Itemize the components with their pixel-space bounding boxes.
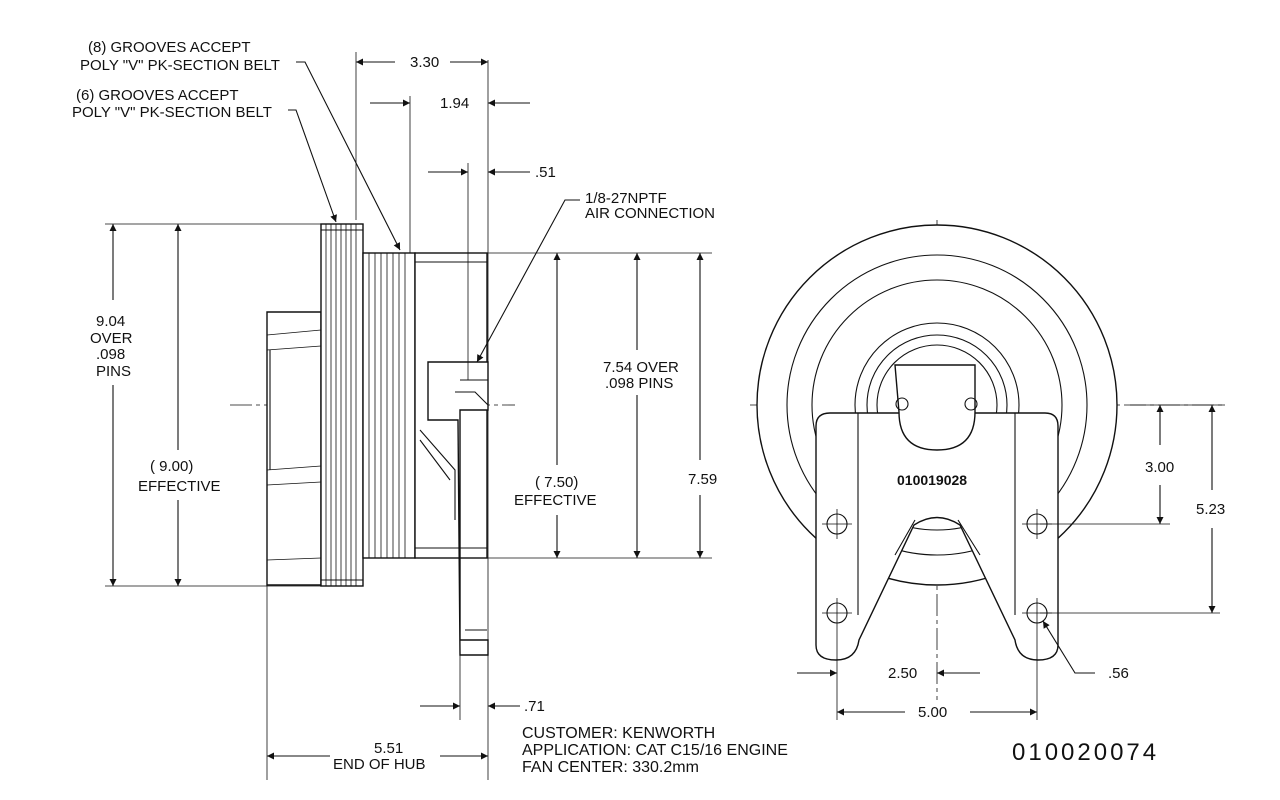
dim-0-71: .71: [420, 698, 545, 715]
dim-3-00-label: 3.00: [1145, 459, 1174, 476]
dim-1-94-label: 1.94: [440, 95, 469, 112]
air-connection-line1: 1/8-27NPTF: [585, 190, 667, 207]
air-connection-line2: AIR CONNECTION: [585, 205, 715, 222]
middle-pulley-circle: [786, 254, 1088, 556]
dim-9-04-line4: PINS: [96, 363, 131, 380]
dim-9-00-line2: EFFECTIVE: [138, 478, 221, 495]
dim-0-56-label: .56: [1108, 665, 1129, 682]
dim-9-00: ( 9.00) EFFECTIVE: [138, 224, 221, 586]
dim-3-30: 3.30: [356, 54, 488, 71]
info-block: CUSTOMER: KENWORTH APPLICATION: CAT C15/…: [522, 725, 788, 776]
part-stamp: 010019028: [897, 472, 967, 488]
front-hub: [414, 252, 489, 656]
customer-text: CUSTOMER: KENWORTH: [522, 725, 715, 742]
dim-3-00: 3.00: [1145, 405, 1174, 524]
pulley-6-groove: [362, 252, 416, 559]
fan-center-text: FAN CENTER: 330.2mm: [522, 759, 699, 776]
application-text: APPLICATION: CAT C15/16 ENGINE: [522, 742, 788, 759]
dim-2-50-label: 2.50: [888, 665, 917, 682]
dim-1-94: 1.94: [370, 95, 530, 112]
dim-0-56: .56: [1042, 620, 1129, 682]
groove-6-line1: (6) GROOVES ACCEPT: [76, 87, 239, 104]
dim-5-00-label: 5.00: [918, 704, 947, 721]
groove-8-line1: (8) GROOVES ACCEPT: [88, 39, 251, 56]
hub-body: [266, 311, 322, 586]
dim-9-04: 9.04 OVER .098 PINS: [90, 224, 133, 586]
dim-5-23: 5.23: [1196, 405, 1225, 613]
groove-8-line2: POLY "V" PK-SECTION BELT: [80, 57, 280, 74]
side-view: 3.30 1.94 .51 (8) GROOVES ACCEPT POLY "V…: [72, 39, 717, 780]
dim-5-51-line1: 5.51: [374, 740, 403, 757]
part-number: 010020074: [1012, 739, 1159, 766]
dim-7-54-line1: 7.54 OVER: [603, 359, 679, 376]
inner-pulley-circle: [811, 279, 1063, 531]
dim-5-00: 5.00: [837, 704, 1037, 721]
front-view: 010019028 3.00 5.23 2.50 .56: [750, 220, 1225, 721]
dim-5-51-line2: END OF HUB: [333, 756, 426, 773]
dim-5-23-label: 5.23: [1196, 501, 1225, 518]
air-connection-callout: 1/8-27NPTF AIR CONNECTION: [476, 190, 715, 363]
dim-9-00-line1: ( 9.00): [150, 458, 193, 475]
dim-7-50: ( 7.50) EFFECTIVE: [514, 253, 597, 558]
groove-6-line2: POLY "V" PK-SECTION BELT: [72, 104, 272, 121]
dim-9-04-line1: 9.04: [96, 313, 125, 330]
dim-3-30-label: 3.30: [410, 54, 439, 71]
groove-6-callout: (6) GROOVES ACCEPT POLY "V" PK-SECTION B…: [72, 87, 337, 223]
dim-9-04-line2: OVER: [90, 330, 133, 347]
dim-7-50-line1: ( 7.50): [535, 474, 578, 491]
dim-2-50: 2.50: [797, 665, 980, 682]
dim-0-51: .51: [428, 163, 556, 380]
dim-5-51: 5.51 END OF HUB: [267, 740, 488, 773]
mounting-bracket: [815, 364, 1059, 661]
pulley-8-groove: [320, 223, 364, 587]
dim-7-59: 7.59: [688, 253, 717, 558]
dim-7-54-line2: .098 PINS: [605, 375, 673, 392]
dim-0-71-label: .71: [524, 698, 545, 715]
dim-9-04-line3: .098: [96, 346, 125, 363]
dim-7-50-line2: EFFECTIVE: [514, 492, 597, 509]
dim-7-54: 7.54 OVER .098 PINS: [603, 253, 679, 558]
dim-7-59-label: 7.59: [688, 471, 717, 488]
dim-0-51-label: .51: [535, 164, 556, 181]
groove-8-callout: (8) GROOVES ACCEPT POLY "V" PK-SECTION B…: [80, 39, 401, 251]
